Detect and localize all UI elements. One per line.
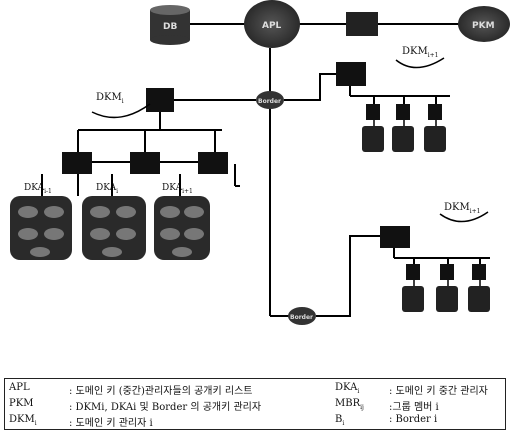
dka-cluster-mid (82, 196, 146, 260)
db-node: DB (150, 5, 190, 45)
border-2-label: Border (290, 314, 313, 321)
legend-value: : 도메인 키 (중간)관리자들의 공개키 리스트 (69, 386, 253, 397)
legend-key: APL (9, 382, 30, 393)
member-upper-3 (424, 126, 446, 152)
dka-switch-right (198, 152, 228, 174)
apl-label: APL (262, 21, 282, 31)
dkm-i-label: DKMi (96, 92, 124, 105)
network-diagram: DB APL PKM Border DKMi DKAi-1 DKAi DKAi+… (10, 0, 510, 325)
pkm-label: PKM (472, 21, 495, 31)
legend-row: PKM : DKMi, DKAi 및 Border 의 공개키 관리자 MBRi… (5, 398, 505, 414)
dka-cluster-right (154, 196, 210, 260)
legend-key: Bi (335, 414, 345, 427)
dkm-i-arc (91, 103, 151, 119)
member-lower-2 (436, 286, 458, 312)
legend-value: : DKMi, DKAi 및 Border 의 공개키 관리자 (69, 402, 262, 413)
member-lower-3 (468, 286, 490, 312)
legend-key: DKMi (9, 414, 37, 427)
legend-value: : 도메인 키 중간 관리자 (389, 386, 488, 397)
dkm-i-switch (146, 88, 174, 112)
legend-row: APL : 도메인 키 (중간)관리자들의 공개키 리스트 DKAi : 도메인… (5, 382, 505, 398)
dka-mid-label: DKAi (96, 183, 118, 195)
dkm-i1-lower-arc (439, 211, 489, 223)
link-border1-dkm-upper (284, 73, 336, 101)
apl-node: APL (244, 0, 300, 48)
legend-key: MBRij (335, 398, 364, 411)
dkm-i1-upper-arc (395, 57, 445, 69)
pkm-node: PKM (458, 6, 510, 42)
legend-value: :그룹 멤버 i (389, 402, 439, 413)
legend-value: : Border i (389, 414, 438, 425)
legend-row: DKMi : 도메인 키 관리자 i Bi : Border i (5, 414, 505, 430)
member-lower-1 (402, 286, 424, 312)
dkm-i1-upper-switch (336, 62, 366, 86)
member-upper-1 (362, 126, 384, 152)
legend-key: DKAi (335, 382, 360, 395)
dkm-i1-lower-switch (380, 226, 410, 248)
border-2-node: Border (288, 307, 316, 325)
db-label: DB (163, 22, 177, 32)
member-upper-2 (392, 126, 414, 152)
dka-cluster-left (10, 196, 72, 260)
border-1-label: Border (258, 98, 281, 105)
legend-key: PKM (9, 398, 34, 409)
legend-table: APL : 도메인 키 (중간)관리자들의 공개키 리스트 DKAi : 도메인… (4, 378, 506, 430)
dkm-i1-lower-label: DKMi+1 (444, 202, 481, 215)
border-1-node: Border (256, 91, 284, 109)
dka-right-label: DKAi+1 (162, 183, 193, 195)
dka-switch-mid (130, 152, 160, 174)
legend-value: : 도메인 키 관리자 i (69, 418, 153, 429)
link-border2-dkm-lower (316, 235, 380, 317)
top-switch (346, 12, 378, 36)
dkm-i1-upper-label: DKMi+1 (402, 46, 439, 59)
dka-switch-left (62, 152, 92, 174)
dka-left-label: DKAi-1 (24, 183, 52, 195)
